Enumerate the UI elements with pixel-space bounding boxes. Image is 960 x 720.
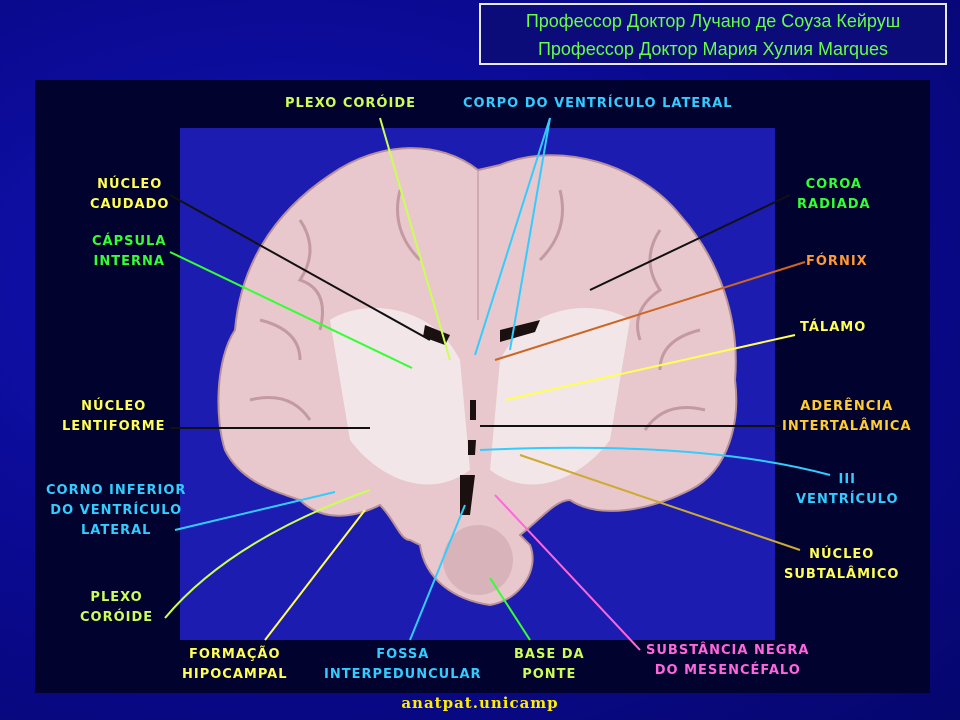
label-iii-ventriculo: III VENTRÍCULO [796, 472, 899, 507]
label-fornix: FÓRNIX [806, 254, 868, 269]
credit-line-2: Профессор Доктор Мария Хулия Marques [537, 39, 889, 59]
author-credits: Профессор Доктор Лучано де Соуза Кейруш … [479, 3, 947, 65]
source-watermark: anatpat.unicamp [401, 694, 559, 712]
label-talamo: TÁLAMO [800, 320, 867, 335]
brain-silhouette [217, 147, 738, 607]
label-plexo-coroide-top: PLEXO CORÓIDE [285, 96, 416, 111]
label-nucleo-caudado: NÚCLEO CAUDADO [90, 177, 170, 212]
label-capsula-interna: CÁPSULA INTERNA [92, 234, 167, 269]
credit-line-1: Профессор Доктор Лучано де Соуза Кейруш [525, 11, 901, 31]
label-aderencia-intertalamica: ADERÊNCIA INTERTALÂMICA [782, 399, 912, 434]
label-coroa-radiada: COROA RADIADA [797, 177, 871, 212]
label-substancia-negra: SUBSTÂNCIA NEGRA DO MESENCÉFALO [646, 643, 810, 678]
label-corno-inferior: CORNO INFERIOR DO VENTRÍCULO LATERAL [46, 483, 187, 538]
label-fossa-interpeduncular: FOSSA INTERPEDUNCULAR [324, 647, 482, 682]
label-formacao-hipocampal: FORMAÇÃO HIPOCAMPAL [182, 647, 288, 682]
label-base-da-ponte: BASE DA PONTE [514, 647, 585, 682]
label-corpo-ventriculo-lateral: CORPO DO VENTRÍCULO LATERAL [463, 96, 733, 111]
pointer-lines [164, 117, 831, 651]
label-nucleo-lentiforme: NÚCLEO LENTIFORME [62, 399, 166, 434]
label-nucleo-subtalamico: NÚCLEO SUBTALÂMICO [784, 547, 900, 582]
label-plexo-coroide-bottom: PLEXO CORÓIDE [80, 590, 154, 625]
